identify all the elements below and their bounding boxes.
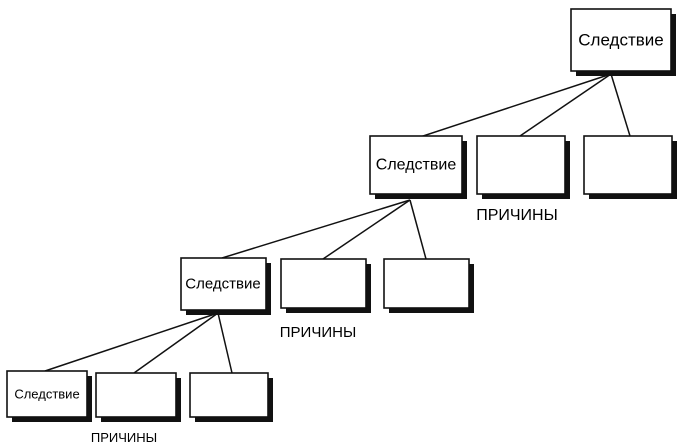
link-l3-effect-to-l4-cause-2	[217, 312, 233, 374]
cause-box-level-4-2	[189, 372, 273, 422]
cause-box-level-2-1	[476, 135, 570, 199]
link-l1-effect-to-l2-effect	[413, 73, 612, 140]
link-l2-effect-to-l3-cause-1	[322, 199, 411, 260]
level-1: Следствие	[570, 8, 676, 76]
causes-label-level-3: ПРИЧИНЫ	[280, 324, 356, 341]
cause-box-level-3-1	[280, 258, 371, 313]
effect-box-level-2: Следствие	[369, 135, 467, 199]
link-l3-effect-to-l4-cause-1	[133, 312, 219, 374]
cause-box-level-2-2	[583, 135, 677, 199]
effect-label-level-1: Следствие	[578, 31, 663, 50]
link-l2-effect-to-l3-effect	[221, 199, 411, 259]
effect-box-level-1: Следствие	[570, 8, 676, 76]
link-l1-effect-to-l2-cause-2	[610, 73, 631, 137]
effect-label-level-4: Следствие	[14, 387, 79, 402]
effect-label-level-2: Следствие	[376, 157, 457, 174]
connectors	[44, 73, 631, 374]
link-l1-effect-to-l2-cause-1	[519, 73, 612, 137]
causes-label-level-4: ПРИЧИНЫ	[91, 430, 157, 445]
level-3: Следствие ПРИЧИНЫ	[180, 257, 474, 341]
effect-label-level-3: Следствие	[185, 276, 260, 293]
causes-label-level-2: ПРИЧИНЫ	[476, 207, 558, 224]
level-4: Следствие ПРИЧИНЫ	[6, 370, 273, 445]
link-l2-effect-to-l3-cause-2	[409, 199, 427, 260]
cause-box-level-4-1	[95, 372, 181, 422]
cause-box-level-3-2	[383, 258, 474, 313]
effect-box-level-4: Следствие	[6, 370, 92, 422]
link-l3-effect-to-l4-effect	[44, 312, 219, 372]
level-2: Следствие ПРИЧИНЫ	[369, 135, 677, 224]
effect-box-level-3: Следствие	[180, 257, 271, 315]
